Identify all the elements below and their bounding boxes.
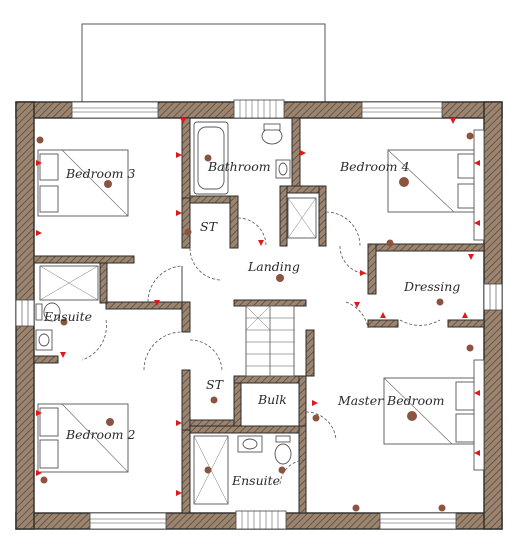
bed-master-bedroom [383, 377, 481, 445]
socket-markers [36, 118, 480, 496]
wardrobes [473, 129, 485, 471]
room-label-bedroom-4: Bedroom 4 [339, 159, 409, 174]
windows [15, 99, 503, 530]
doors [81, 211, 441, 485]
bed-bedroom-4 [387, 149, 481, 213]
room-label-bathroom: Bathroom [207, 159, 271, 174]
room-label-landing: Landing [247, 259, 300, 274]
bed-bedroom-2 [37, 403, 129, 473]
ensuite-bottom-fixtures [193, 435, 292, 505]
room-label-ensuite-left: Ensuite [43, 309, 92, 324]
room-label-dressing: Dressing [403, 279, 460, 294]
room-label-st-upper: ST [200, 219, 219, 234]
room-label-ensuite-bottom: Ensuite [231, 473, 280, 488]
light-fittings [36, 132, 474, 512]
interior-walls [33, 117, 485, 514]
staircase [245, 305, 295, 377]
room-label-master-bedroom: Master Bedroom [337, 393, 445, 408]
bathroom-fixtures [193, 121, 317, 239]
room-label-bulk: Bulk [257, 392, 287, 407]
room-label-bedroom-3: Bedroom 3 [65, 166, 135, 181]
room-labels: Bedroom 3 Bathroom Bedroom 4 ST Landing … [43, 159, 460, 488]
roof-outline [81, 23, 326, 104]
room-label-st-lower: ST [206, 377, 225, 392]
bed-bedroom-3 [37, 149, 129, 217]
room-label-bedroom-2: Bedroom 2 [65, 427, 135, 442]
ensuite-left-fixtures [35, 265, 99, 351]
